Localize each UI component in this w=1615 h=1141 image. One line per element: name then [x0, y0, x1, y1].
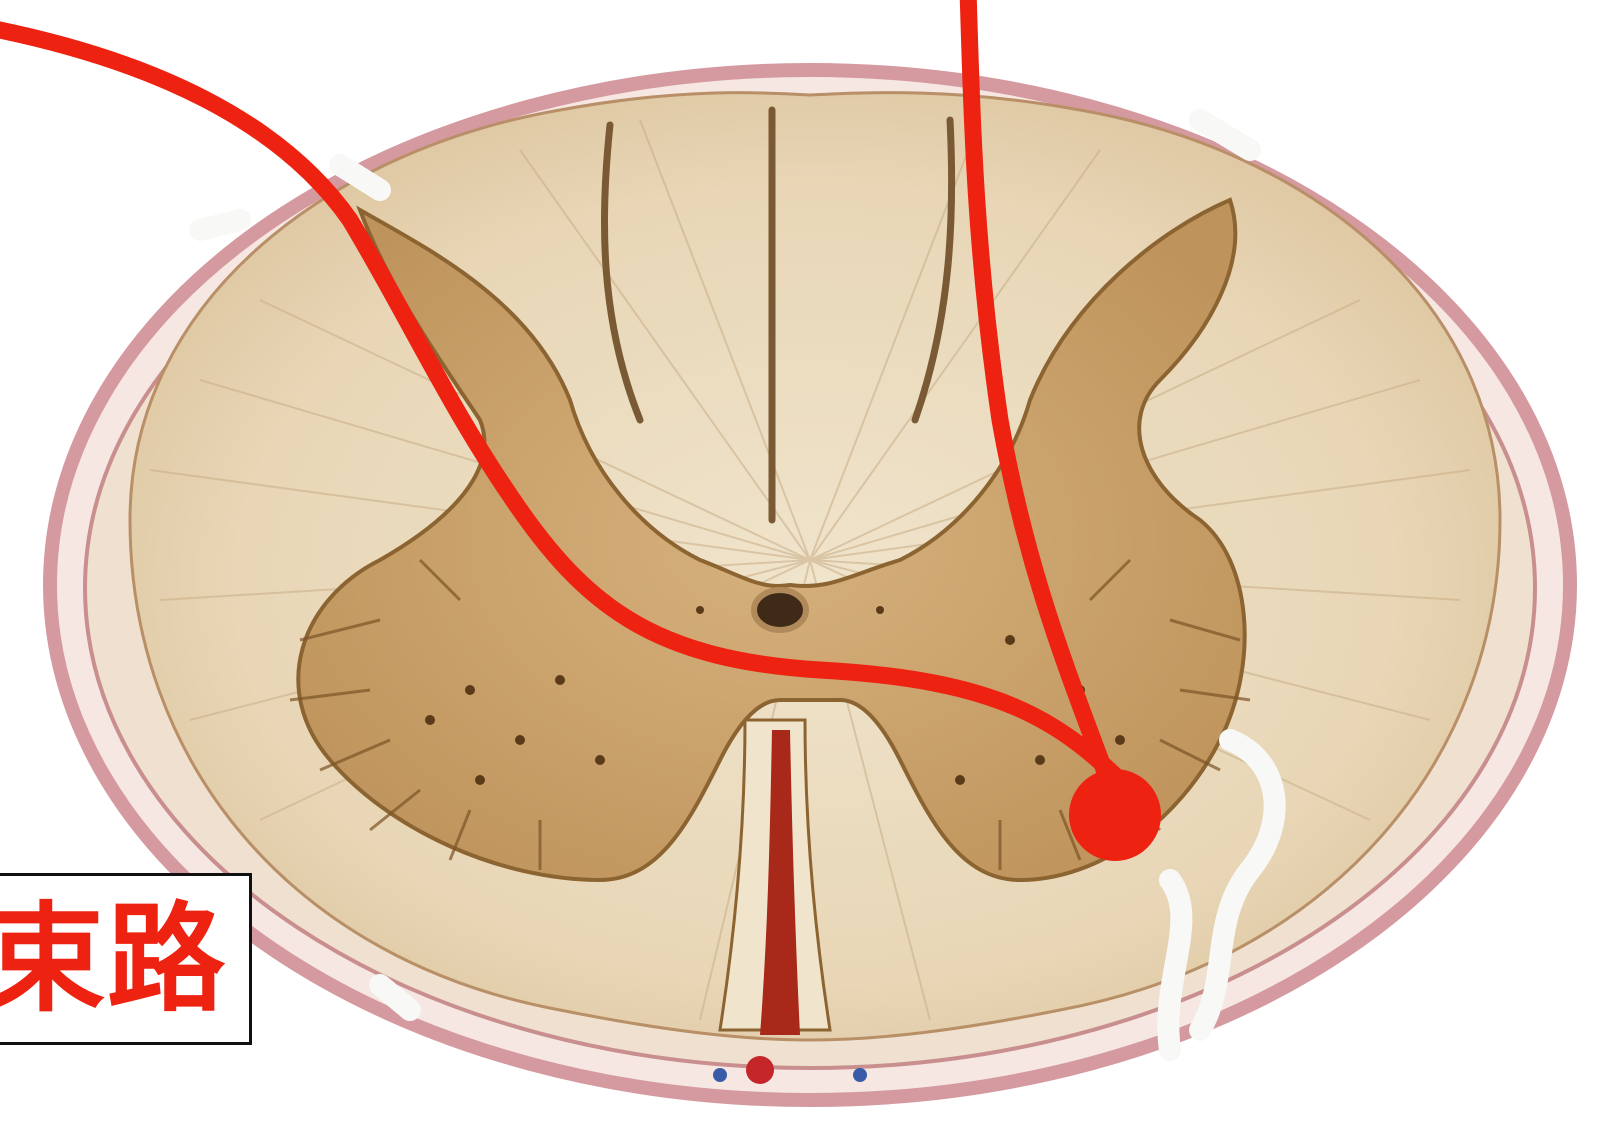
label-box: 束路 — [0, 873, 252, 1045]
central-canal — [754, 590, 806, 630]
pointer-end-dot — [1069, 769, 1161, 861]
label-text: 束路 — [0, 884, 227, 1034]
